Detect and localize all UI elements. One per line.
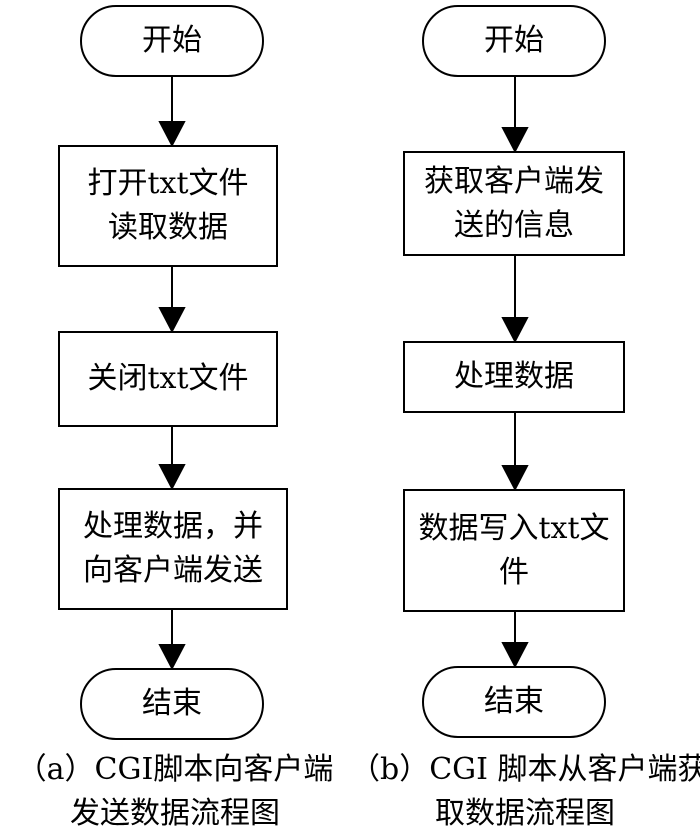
- arrow-a-2: [158, 265, 186, 334]
- read-file-line2: 读取数据: [108, 210, 228, 245]
- get-info-node-b: 获取客户端发 送的信息: [403, 151, 625, 256]
- caption-b-line2: 取数据流程图: [435, 796, 615, 831]
- caption-b-line1: （b）CGI 脚本从客户端获: [350, 752, 700, 787]
- end-node-a: 结束: [80, 668, 264, 740]
- arrow-b-2: [501, 254, 529, 344]
- end-node-b: 结束: [422, 666, 606, 738]
- read-file-node-a: 打开txt文件 读取数据: [58, 145, 278, 267]
- end-label-b: 结束: [484, 684, 544, 719]
- arrow-b-3: [501, 411, 529, 492]
- end-label-a: 结束: [142, 686, 202, 721]
- write-file-node-b: 数据写入txt文 件: [403, 489, 625, 612]
- process-send-line1: 处理数据，并: [83, 509, 263, 544]
- start-label-a: 开始: [142, 23, 202, 58]
- start-node-b: 开始: [422, 5, 606, 77]
- arrow-b-1: [501, 75, 529, 154]
- start-label-b: 开始: [484, 23, 544, 58]
- read-file-line1: 打开txt文件: [87, 166, 249, 201]
- caption-a: （a）CGI脚本向客户端 发送数据流程图: [0, 748, 350, 836]
- arrow-a-3: [158, 425, 186, 491]
- start-node-a: 开始: [80, 5, 264, 77]
- arrow-a-1: [158, 75, 186, 148]
- process-send-node-a: 处理数据，并 向客户端发送: [58, 488, 288, 610]
- arrow-b-4: [501, 610, 529, 669]
- caption-a-line2: 发送数据流程图: [70, 796, 280, 831]
- process-send-line2: 向客户端发送: [83, 553, 263, 588]
- arrow-a-4: [158, 608, 186, 671]
- caption-b: （b）CGI 脚本从客户端获 取数据流程图: [350, 748, 700, 836]
- write-file-line1: 数据写入txt文: [418, 510, 610, 546]
- close-file-label: 关闭txt文件: [87, 361, 249, 396]
- caption-a-line1: （a）CGI脚本向客户端: [16, 752, 334, 787]
- write-file-line2: 件: [499, 554, 529, 590]
- close-file-node-a: 关闭txt文件: [58, 331, 278, 427]
- get-info-line1: 获取客户端发: [424, 163, 604, 199]
- process-data-node-b: 处理数据: [403, 341, 625, 413]
- process-data-label: 处理数据: [454, 359, 574, 394]
- get-info-line2: 送的信息: [454, 207, 574, 243]
